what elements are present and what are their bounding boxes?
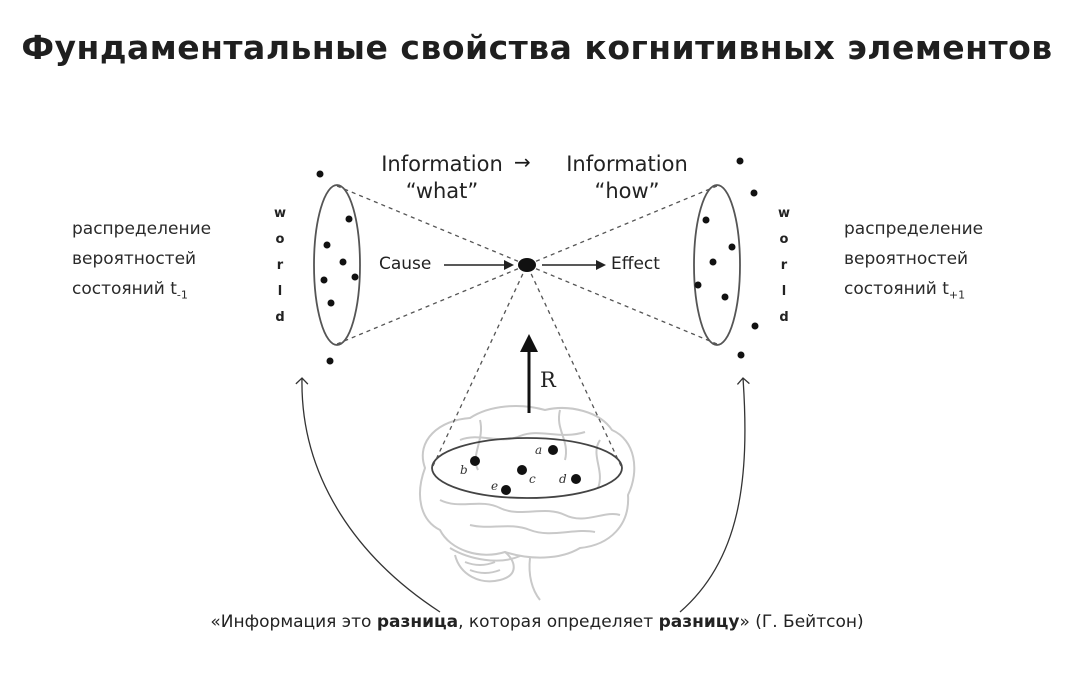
- info-arrow: →: [514, 150, 531, 174]
- info-what-top: Information: [381, 152, 503, 176]
- left-curve-arrow: [295, 377, 441, 613]
- right-ellipse: [693, 184, 741, 346]
- world-letter: o: [779, 232, 789, 247]
- world-letter: d: [779, 310, 789, 325]
- dot-label-e: e: [491, 479, 499, 493]
- left-distribution-label: распределение вероятностей состояний t-1: [72, 214, 211, 310]
- info-how-top: Information: [566, 152, 688, 176]
- right-label-sub: +1: [948, 288, 966, 302]
- world-letter: r: [780, 258, 788, 273]
- r-arrowhead: [520, 334, 538, 352]
- left-label-line2: вероятностей: [72, 249, 197, 269]
- world-label-right: w o r l d: [774, 201, 794, 331]
- quote-part: , которая определяет: [458, 612, 659, 632]
- world-label-left: w o r l d: [270, 201, 290, 331]
- world-letter: l: [277, 284, 283, 299]
- right-label-line1: распределение: [844, 219, 984, 239]
- right-curve-arrow: [679, 377, 750, 613]
- left-ellipse: [313, 184, 361, 346]
- world-letter: o: [275, 232, 285, 247]
- right-label-line3: состояний t+1: [844, 274, 983, 310]
- effect-label: Effect: [611, 254, 660, 274]
- right-dots: [694, 157, 759, 359]
- right-distribution-label: распределение вероятностей состояний t+1: [844, 214, 983, 310]
- cause-label: Cause: [379, 254, 432, 274]
- brain-illustration: [419, 405, 636, 601]
- quote-part: «Информация это: [210, 612, 377, 632]
- world-letter: d: [275, 310, 285, 325]
- page-title: Фундаментальные свойства когнитивных эле…: [21, 28, 1053, 67]
- left-dots: [316, 170, 359, 365]
- left-label-line1: распределение: [72, 219, 212, 239]
- r-label: R: [540, 368, 556, 392]
- dot-label-b: b: [460, 463, 468, 477]
- quote-bold: разницу: [658, 612, 740, 632]
- world-letter: w: [273, 206, 286, 221]
- brain-dots: [470, 445, 581, 495]
- quote-part: » (Г. Бейтсон): [739, 612, 864, 632]
- dot-label-d: d: [559, 472, 567, 486]
- right-label-line2: вероятностей: [844, 249, 969, 269]
- world-letter: w: [777, 206, 790, 221]
- central-node: [518, 258, 536, 272]
- info-what: Information “what”: [372, 151, 512, 205]
- dot-label-c: c: [529, 472, 536, 486]
- bateson-quote: «Информация это разница, которая определ…: [0, 612, 1074, 632]
- left-label-line3: состояний t-1: [72, 274, 211, 310]
- world-letter: r: [276, 258, 284, 273]
- quote-bold: разница: [376, 612, 459, 632]
- left-label-sub: -1: [176, 288, 188, 302]
- dot-label-a: a: [535, 443, 543, 457]
- info-what-bottom: “what”: [405, 179, 479, 203]
- info-how: Information “how”: [552, 151, 702, 205]
- world-letter: l: [781, 284, 787, 299]
- dashed-lines: [336, 185, 718, 467]
- right-label-text: состояний t: [844, 279, 949, 299]
- info-how-bottom: “how”: [594, 179, 660, 203]
- brain-ellipse: [431, 437, 623, 499]
- left-label-text: состояний t: [72, 279, 177, 299]
